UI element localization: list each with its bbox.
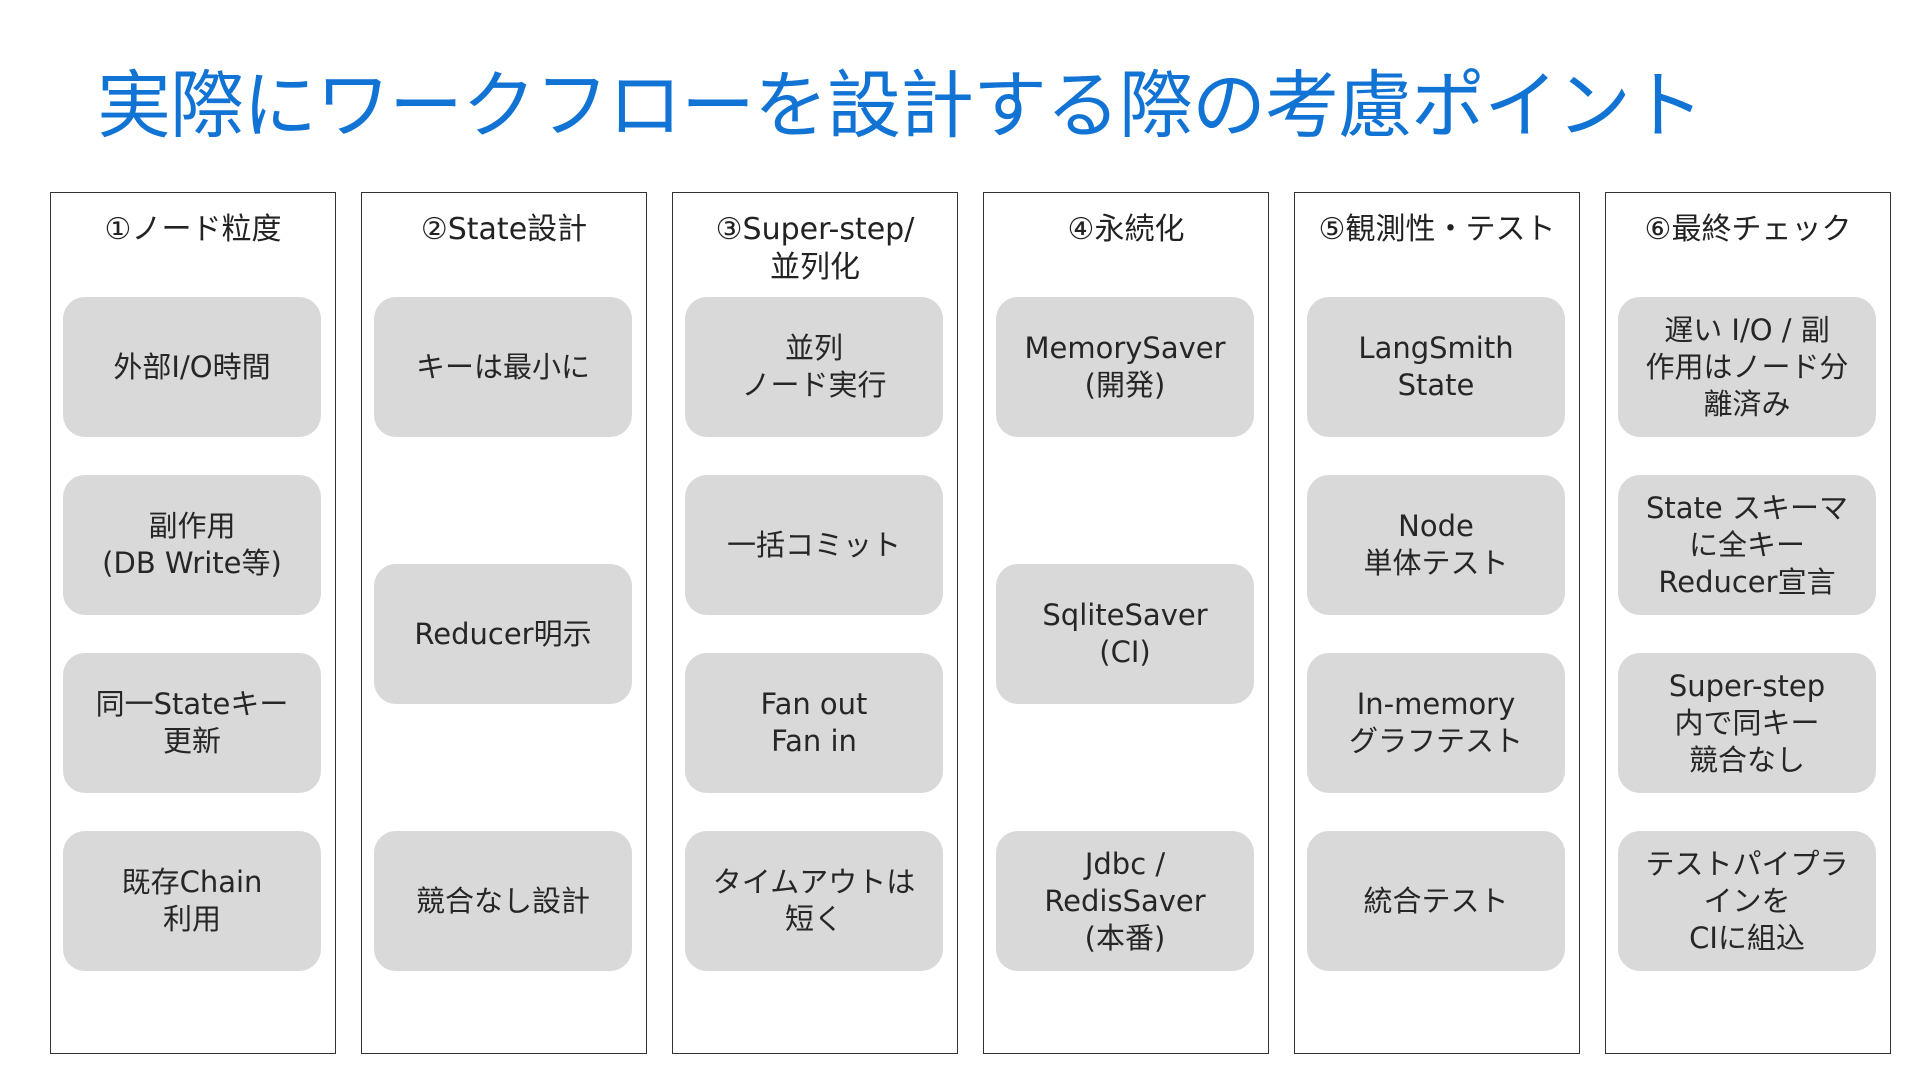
card: テストパイプラ インを CIに組込 bbox=[1618, 831, 1876, 971]
card: 副作用 (DB Write等) bbox=[63, 475, 321, 615]
column-final-check: ⑥最終チェック 遅い I/O / 副 作用はノード分 離済み State スキー… bbox=[1605, 192, 1891, 1054]
card: タイムアウトは 短く bbox=[685, 831, 943, 971]
column-super-step: ③Super-step/ 並列化 並列 ノード実行 一括コミット Fan out… bbox=[672, 192, 958, 1054]
card: Fan out Fan in bbox=[685, 653, 943, 793]
column-heading: ④永続化 bbox=[1067, 212, 1185, 247]
card-text: Reducer明示 bbox=[414, 616, 592, 651]
card-text: テストパイプラ インを CIに組込 bbox=[1645, 846, 1849, 955]
card: LangSmith State bbox=[1307, 297, 1565, 437]
card: 遅い I/O / 副 作用はノード分 離済み bbox=[1618, 297, 1876, 437]
card: In-memory グラフテスト bbox=[1307, 653, 1565, 793]
card-text: 外部I/O時間 bbox=[113, 349, 271, 384]
card-text: Node 単体テスト bbox=[1363, 509, 1509, 580]
card-text: 統合テスト bbox=[1363, 883, 1509, 918]
card-text: キーは最小に bbox=[415, 349, 590, 384]
card-text: 競合なし設計 bbox=[415, 883, 590, 918]
card: SqliteSaver (CI) bbox=[996, 564, 1254, 704]
column-heading: ⑤観測性・テスト bbox=[1318, 212, 1556, 247]
card-text: 副作用 (DB Write等) bbox=[102, 509, 282, 580]
card-text: Super-step 内で同キー 競合なし bbox=[1668, 668, 1826, 777]
column-heading: ⑥最終チェック bbox=[1644, 212, 1852, 247]
card-text: 遅い I/O / 副 作用はノード分 離済み bbox=[1645, 312, 1849, 421]
card: Jdbc / RedisSaver (本番) bbox=[996, 831, 1254, 971]
card-text: In-memory グラフテスト bbox=[1348, 687, 1523, 758]
card-text: 同一Stateキー 更新 bbox=[95, 687, 289, 758]
column-persistence: ④永続化 MemorySaver (開発) SqliteSaver (CI) J… bbox=[983, 192, 1269, 1054]
card: MemorySaver (開発) bbox=[996, 297, 1254, 437]
card-text: 並列 ノード実行 bbox=[741, 331, 887, 402]
column-state-design: ②State設計 キーは最小に Reducer明示 競合なし設計 bbox=[361, 192, 647, 1054]
card: Reducer明示 bbox=[374, 564, 632, 704]
column-heading: ②State設計 bbox=[420, 212, 588, 247]
card-text: 一括コミット bbox=[726, 527, 901, 562]
card: 一括コミット bbox=[685, 475, 943, 615]
card: Node 単体テスト bbox=[1307, 475, 1565, 615]
column-node-granularity: ①ノード粒度 外部I/O時間 副作用 (DB Write等) 同一Stateキー… bbox=[50, 192, 336, 1054]
column-observability-test: ⑤観測性・テスト LangSmith State Node 単体テスト In-m… bbox=[1294, 192, 1580, 1054]
card: State スキーマ に全キー Reducer宣言 bbox=[1618, 475, 1876, 615]
card: Super-step 内で同キー 競合なし bbox=[1618, 653, 1876, 793]
card-text: Jdbc / RedisSaver (本番) bbox=[1044, 846, 1206, 955]
column-heading: ③Super-step/ 並列化 bbox=[715, 212, 915, 285]
card: 並列 ノード実行 bbox=[685, 297, 943, 437]
card: 外部I/O時間 bbox=[63, 297, 321, 437]
card: キーは最小に bbox=[374, 297, 632, 437]
column-heading: ①ノード粒度 bbox=[104, 212, 282, 247]
card: 競合なし設計 bbox=[374, 831, 632, 971]
card-text: LangSmith State bbox=[1358, 331, 1514, 402]
card-text: State スキーマ に全キー Reducer宣言 bbox=[1646, 490, 1848, 599]
card-text: タイムアウトは 短く bbox=[712, 865, 916, 936]
card: 同一Stateキー 更新 bbox=[63, 653, 321, 793]
card-text: Fan out Fan in bbox=[760, 687, 868, 758]
card-text: SqliteSaver (CI) bbox=[1042, 598, 1208, 669]
card-text: 既存Chain 利用 bbox=[121, 865, 263, 936]
card: 統合テスト bbox=[1307, 831, 1565, 971]
card-text: MemorySaver (開発) bbox=[1024, 331, 1226, 402]
card: 既存Chain 利用 bbox=[63, 831, 321, 971]
page-title: 実際にワークフローを設計する際の考慮ポイント bbox=[97, 63, 1704, 149]
